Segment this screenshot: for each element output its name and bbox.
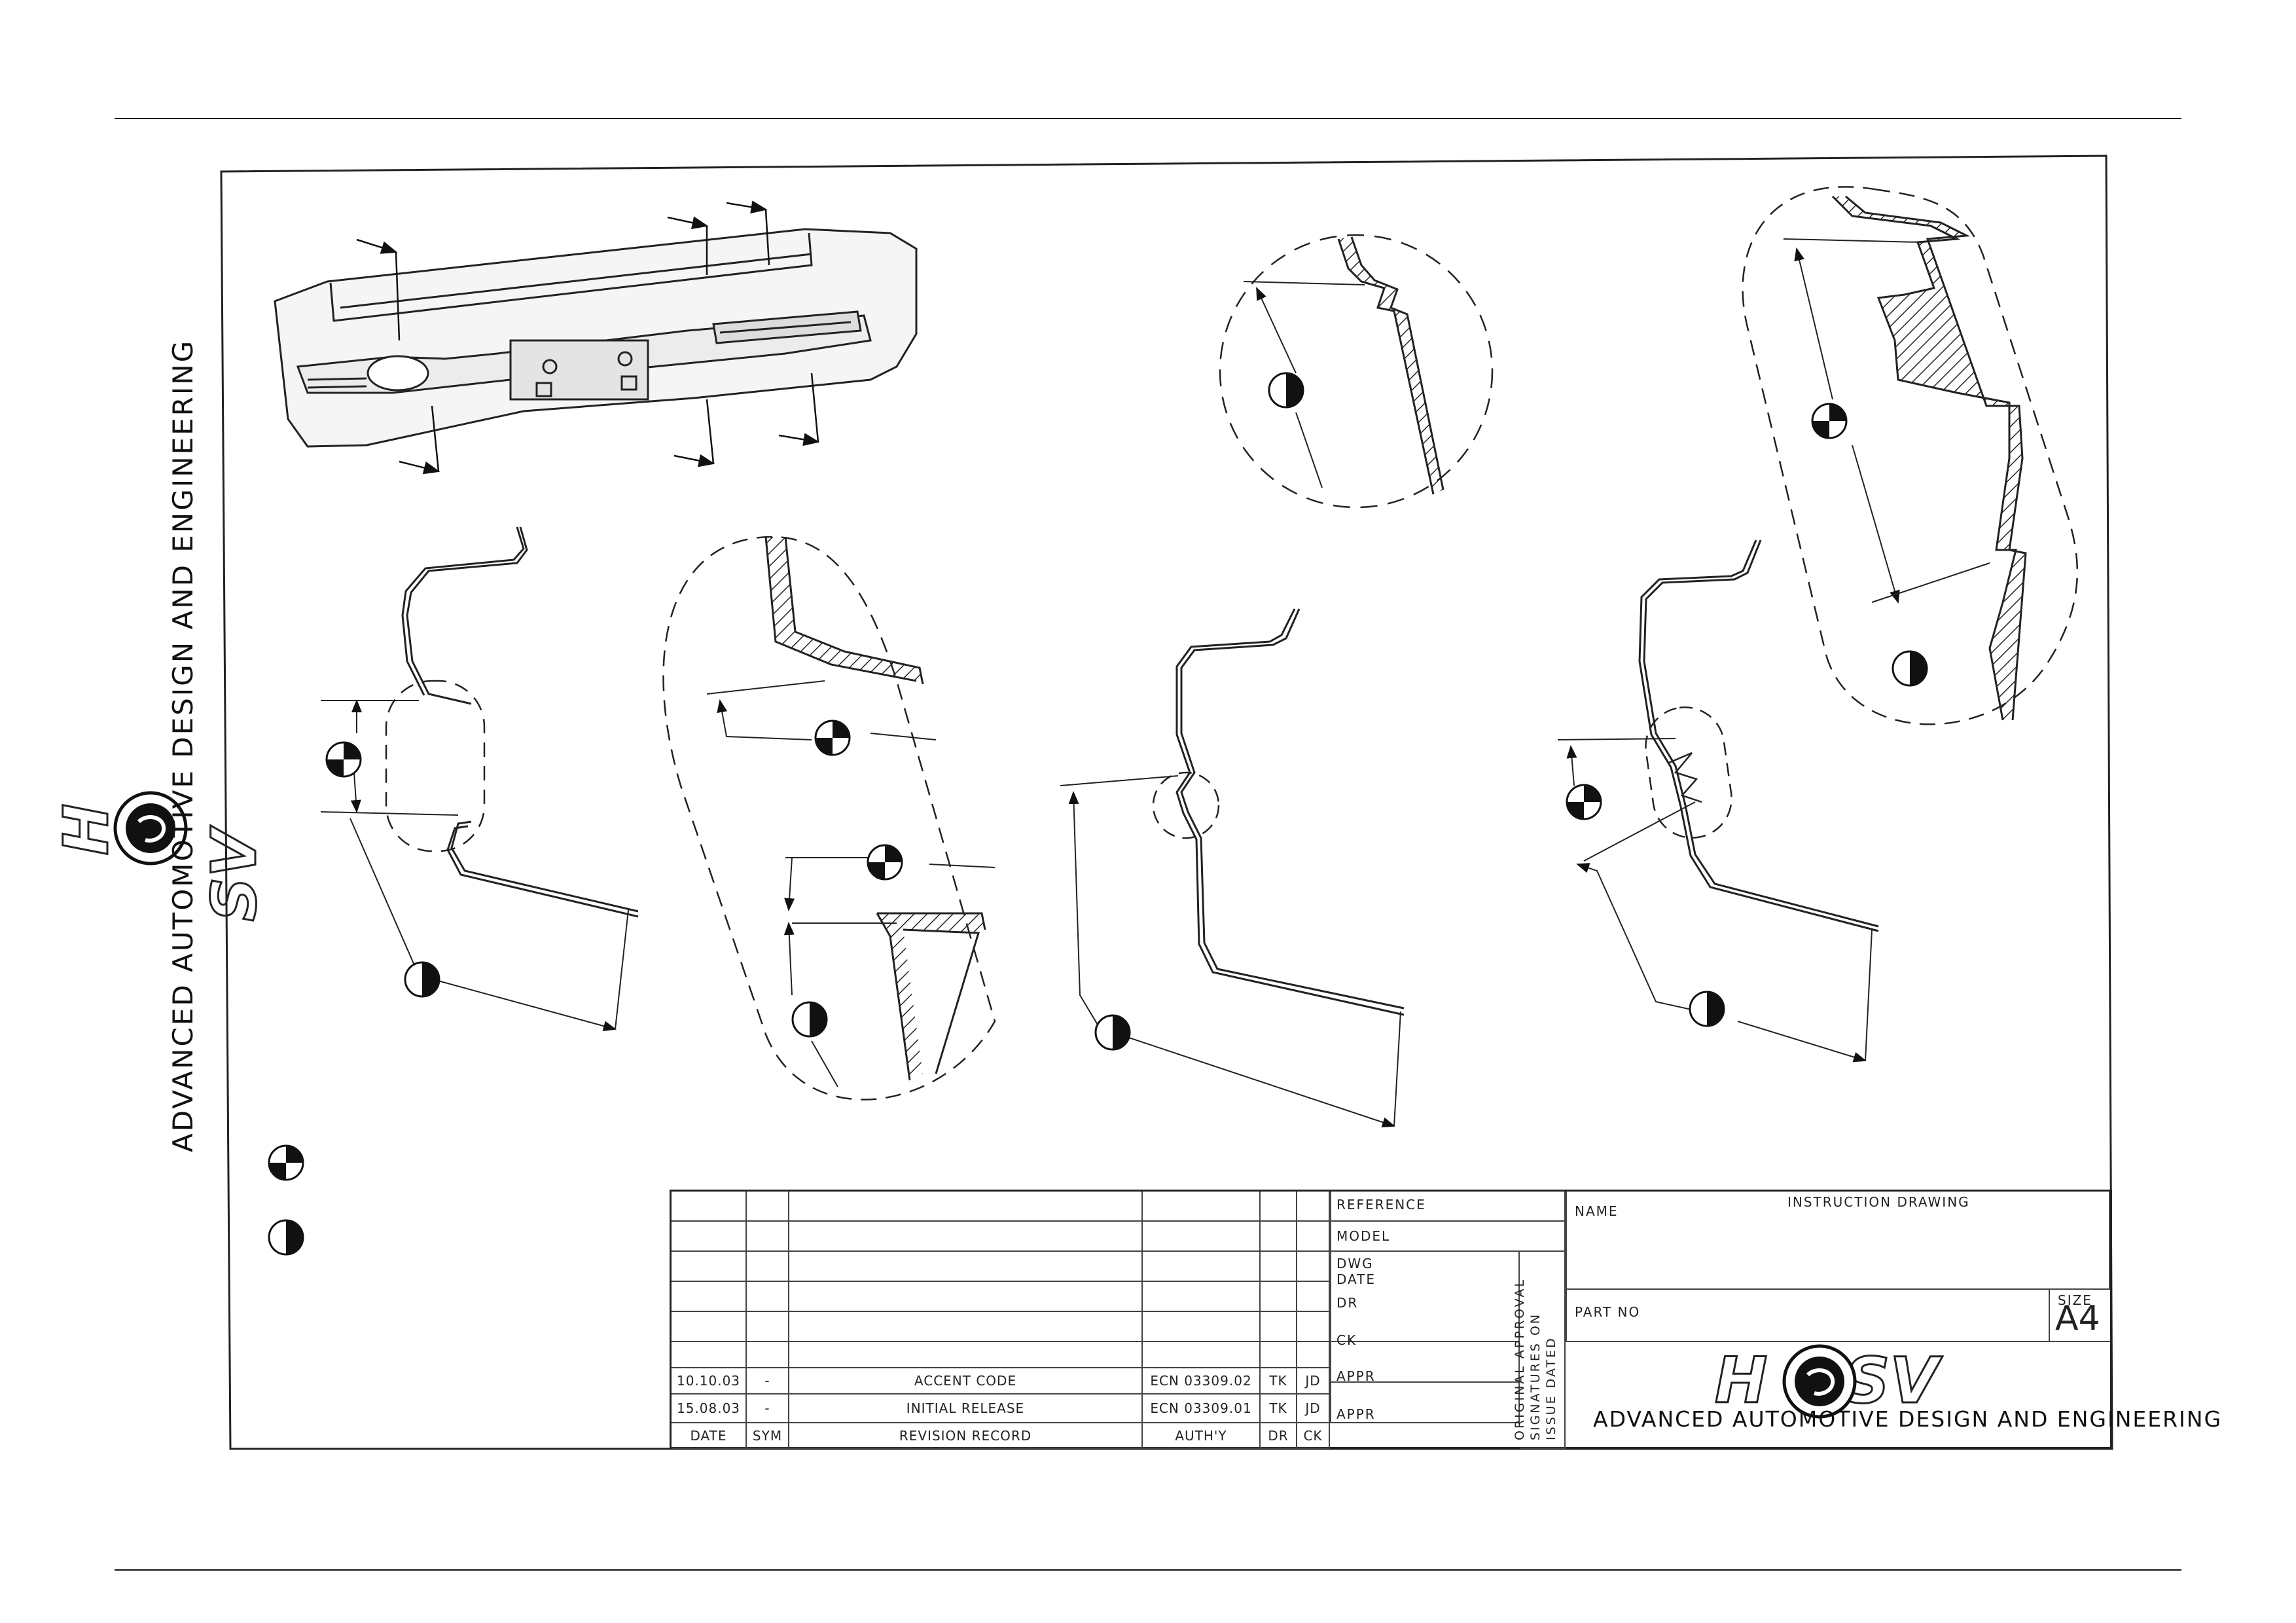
datum-half-slot xyxy=(791,1001,828,1038)
rev-row-1-date: 10.10.03 xyxy=(672,1368,747,1395)
datum-half-right-slot xyxy=(1892,650,1928,687)
bottom-rule xyxy=(115,1569,2181,1571)
datum-half-a xyxy=(404,961,440,998)
svg-text:SV: SV xyxy=(1844,1344,1943,1417)
title-block: 10.10.03 - ACCENT CODE ECN 03309.02 TK J… xyxy=(670,1190,2112,1449)
rev-row-1-record: ACCENT CODE xyxy=(789,1368,1143,1395)
dr-label: DR xyxy=(1336,1295,1359,1311)
name-value: INSTRUCTION DRAWING xyxy=(1787,1194,1970,1210)
detail-slot-right xyxy=(1742,186,2079,725)
datum-quadrant-a xyxy=(325,741,362,778)
rev-header-date: DATE xyxy=(672,1423,747,1449)
section-profile-b xyxy=(1060,608,1405,1127)
rev-row-2-dr: TK xyxy=(1261,1395,1297,1423)
drawing-frame xyxy=(220,155,2113,1450)
section-profile-a xyxy=(320,526,639,1031)
rev-header-record: REVISION RECORD xyxy=(789,1423,1143,1449)
reference-label: REFERENCE xyxy=(1336,1197,1426,1213)
title-block-company: ADVANCED AUTOMOTIVE DESIGN AND ENGINEERI… xyxy=(1593,1406,2223,1432)
rev-row-1-dr: TK xyxy=(1261,1368,1297,1395)
model-label: MODEL xyxy=(1336,1228,1391,1244)
appr-label-2: APPR xyxy=(1336,1406,1376,1422)
datum-quadrant-c xyxy=(1566,784,1602,820)
detail-circle-top xyxy=(1219,234,1494,509)
datum-quadrant-slot-1 xyxy=(814,720,851,756)
legend-half-symbol xyxy=(268,1219,304,1256)
rev-row-2-auth: ECN 03309.01 xyxy=(1143,1395,1261,1423)
rev-row-1-ck: JD xyxy=(1297,1368,1330,1395)
datum-quadrant-right-slot xyxy=(1811,403,1848,439)
ck-label: CK xyxy=(1336,1332,1357,1348)
svg-text:H: H xyxy=(1715,1344,1767,1417)
approval-note: ORIGINAL APPROVAL SIGNATURES ON ISSUE DA… xyxy=(1513,1277,1558,1440)
svg-text:H: H xyxy=(51,804,122,856)
rev-row-2-date: 15.08.03 xyxy=(672,1395,747,1423)
hsv-logo-title-block: H SV xyxy=(1713,1343,1944,1419)
rev-header-auth: AUTH'Y xyxy=(1143,1423,1261,1449)
rev-header-sym: SYM xyxy=(747,1423,789,1449)
datum-half-b xyxy=(1094,1014,1131,1051)
datum-half-c xyxy=(1689,991,1725,1027)
rev-row-2-sym: - xyxy=(747,1395,789,1423)
datum-half-top-circle xyxy=(1268,372,1304,409)
hsv-logo-side: H SV xyxy=(50,791,272,922)
bumper-leaders xyxy=(356,203,818,471)
part-no-label: PART NO xyxy=(1575,1304,1641,1320)
rev-row-2-record: INITIAL RELEASE xyxy=(789,1395,1143,1423)
rev-row-1-auth: ECN 03309.02 xyxy=(1143,1368,1261,1395)
datum-quadrant-slot-2 xyxy=(867,844,903,881)
rev-row-1-sym: - xyxy=(747,1368,789,1395)
rev-row-2-ck: JD xyxy=(1297,1395,1330,1423)
appr-label-1: APPR xyxy=(1336,1368,1376,1384)
detail-slot-center xyxy=(662,536,996,1101)
section-profile-c xyxy=(1557,539,1879,1063)
size-value: A4 xyxy=(2055,1299,2100,1338)
name-label: NAME xyxy=(1575,1203,1619,1219)
side-company-title: ADVANCED AUTOMOTIVE DESIGN AND ENGINEERI… xyxy=(167,338,199,1152)
size-label: SIZE xyxy=(2058,1292,2092,1308)
bumper-illustration xyxy=(274,228,918,448)
top-rule xyxy=(115,118,2181,119)
date-label: DATE xyxy=(1336,1271,1376,1287)
dwg-label: DWG xyxy=(1336,1256,1374,1271)
rev-header-ck: CK xyxy=(1297,1423,1330,1449)
legend-quadrant-symbol xyxy=(268,1144,304,1181)
svg-text:SV: SV xyxy=(199,826,270,922)
rev-header-dr: DR xyxy=(1261,1423,1297,1449)
